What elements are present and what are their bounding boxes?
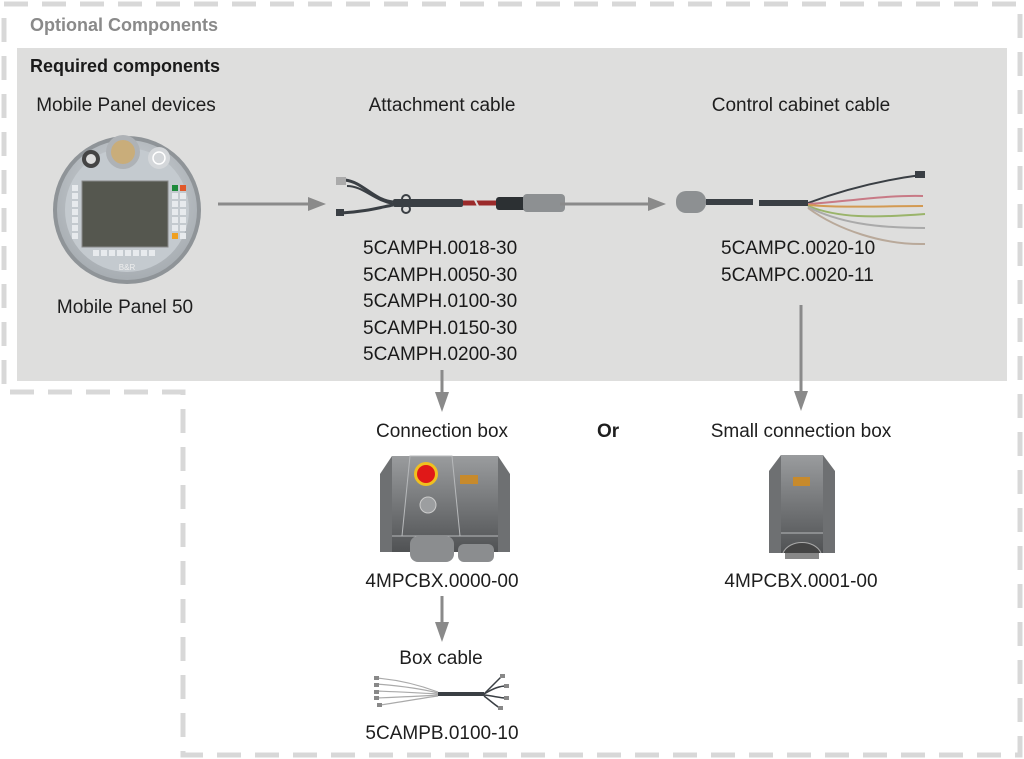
part-number: 5CAMPH.0150-30 xyxy=(363,317,518,339)
mobile-panel-image: B&R xyxy=(53,135,201,284)
connection-box-part-number: 4MPCBX.0000-00 xyxy=(365,571,519,592)
control-cabinet-cable-image xyxy=(676,171,926,246)
attachment-cable-part-numbers: 5CAMPH.0018-30 5CAMPH.0050-30 5CAMPH.010… xyxy=(363,236,517,369)
connection-box-image xyxy=(380,455,510,562)
arrow-down-icon xyxy=(794,305,808,411)
attachment-cable-image xyxy=(336,177,565,216)
devices-heading: Mobile Panel devices xyxy=(36,95,216,116)
attachment-cable-heading: Attachment cable xyxy=(368,95,516,116)
part-number: 5CAMPC.0020-11 xyxy=(721,264,874,286)
part-number: 5CAMPH.0200-30 xyxy=(363,344,518,365)
small-connection-box-part-number: 4MPCBX.0001-00 xyxy=(724,571,878,592)
small-connection-box-image xyxy=(769,455,835,559)
control-cabinet-cable-part-numbers: 5CAMPC.0020-10 5CAMPC.0020-11 xyxy=(721,236,875,289)
required-components-title: Required components xyxy=(30,56,221,76)
box-cable-part-number: 5CAMPB.0100-10 xyxy=(365,723,519,744)
arrow-down-icon xyxy=(435,370,449,412)
connection-box-heading: Connection box xyxy=(375,421,509,442)
arrow-down-icon xyxy=(435,596,449,642)
svg-text:B&R: B&R xyxy=(119,263,136,272)
small-connection-box-heading: Small connection box xyxy=(710,421,892,442)
or-label: Or xyxy=(597,421,620,442)
part-number: 5CAMPC.0020-10 xyxy=(721,238,876,259)
part-number: 5CAMPH.0050-30 xyxy=(363,264,518,286)
part-number: 5CAMPH.0100-30 xyxy=(363,291,518,312)
control-cabinet-cable-heading: Control cabinet cable xyxy=(711,95,891,116)
optional-components-title: Optional Components xyxy=(30,15,218,35)
box-cable-image xyxy=(374,674,509,710)
arrow-right-icon xyxy=(560,197,666,211)
part-number: 5CAMPH.0018-30 xyxy=(363,238,518,259)
box-cable-heading: Box cable xyxy=(399,648,483,669)
mobile-panel-50-label: Mobile Panel 50 xyxy=(56,297,194,318)
arrow-right-icon xyxy=(218,197,326,211)
